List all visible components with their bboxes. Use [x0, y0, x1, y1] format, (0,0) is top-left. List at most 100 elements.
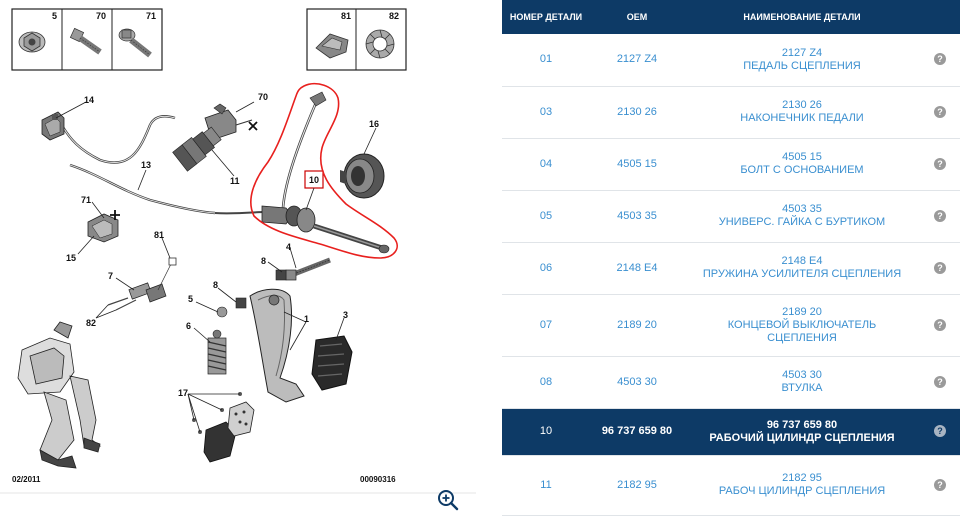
oem-cell[interactable]: 4503 35 [590, 190, 684, 243]
callout-3: 3 [343, 310, 348, 320]
table-row[interactable]: 03 2130 26 2130 26 НАКОНЕЧНИК ПЕДАЛИ ? [502, 86, 960, 139]
part-name-cell[interactable]: 4503 30 ВТУЛКА [684, 356, 920, 409]
oem-cell[interactable]: 4505 15 [590, 138, 684, 191]
part-name-text: РАБОЧ ЦИЛИНДР СЦЕПЛЕНИЯ [718, 485, 886, 497]
part-3-pedal-pad [311, 335, 353, 391]
table-row[interactable]: 06 2148 E4 2148 E4 ПРУЖИНА УСИЛИТЕЛЯ СЦЕ… [502, 242, 960, 295]
callout-11: 11 [230, 176, 240, 186]
part-15-bracket [87, 210, 120, 243]
question-icon[interactable]: ? [934, 261, 946, 274]
table-row[interactable]: 11 2182 95 2182 95 РАБОЧ ЦИЛИНДР СЦЕПЛЕН… [502, 455, 960, 516]
part-number-cell: 07 [502, 294, 590, 357]
flange-bolt-thumbnail [118, 28, 152, 58]
callout-leader-lines [55, 101, 377, 433]
question-icon[interactable]: ? [934, 375, 946, 388]
callout-4: 4 [286, 242, 291, 252]
table-row[interactable]: 08 4503 30 4503 30 ВТУЛКА ? [502, 356, 960, 409]
part-14-reservoir-bracket [41, 111, 65, 141]
inset-label-71: 71 [146, 11, 156, 21]
oem-cell[interactable]: 2148 E4 [590, 242, 684, 295]
question-icon[interactable]: ? [934, 209, 946, 222]
part-number-cell: 10 [502, 408, 590, 456]
table-row[interactable]: 01 2127 Z4 2127 Z4 ПЕДАЛЬ СЦЕПЛЕНИЯ ? [502, 34, 960, 87]
table-row[interactable]: 07 2189 20 2189 20 КОНЦЕВОЙ ВЫКЛЮЧАТЕЛЬ … [502, 294, 960, 357]
table-row[interactable]: 04 4505 15 4505 15 БОЛТ С ОСНОВАНИЕМ ? [502, 138, 960, 191]
part-name-code: 96 737 659 80 [766, 418, 838, 431]
part-name-text: УНИВЕРС. ГАЙКА С БУРТИКОМ [718, 216, 886, 228]
star-washer-thumbnail [365, 29, 395, 59]
pedal-box-assembly [17, 321, 102, 469]
diagram-date-code: 02/2011 [12, 475, 41, 484]
part-4-bolt [285, 257, 331, 281]
column-header-help [920, 0, 960, 34]
diagram-drawing-number: 00090316 [360, 475, 396, 484]
callout-numbers: 14 70 13 11 71 15 81 7 82 16 4 8 8 5 6 1… [66, 92, 379, 398]
part-1-clutch-pedal [249, 288, 305, 403]
part-number-cell: 11 [502, 455, 590, 516]
parts-table: НОМЕР ДЕТАЛИ OEM НАИМЕНОВАНИЕ ДЕТАЛИ 01 … [502, 0, 960, 516]
part-name-cell[interactable]: 2127 Z4 ПЕДАЛЬ СЦЕПЛЕНИЯ [684, 34, 920, 87]
part-number-cell: 01 [502, 34, 590, 87]
part-6-assist-spring [207, 329, 227, 375]
part-number-cell: 08 [502, 356, 590, 409]
part-name-code: 2189 20 [782, 305, 822, 318]
column-header-part-name: НАИМЕНОВАНИЕ ДЕТАЛИ [684, 0, 920, 34]
clutch-exploded-diagram: 5 70 71 [0, 8, 476, 494]
table-row-selected[interactable]: 10 96 737 659 80 96 737 659 80 РАБОЧИЙ Ц… [502, 408, 960, 456]
part-name-cell[interactable]: 96 737 659 80 РАБОЧИЙ ЦИЛИНДР СЦЕПЛЕНИЯ [684, 408, 920, 456]
part-name-cell[interactable]: 4505 15 БОЛТ С ОСНОВАНИЕМ [684, 138, 920, 191]
callout-1: 1 [304, 314, 309, 324]
oem-cell[interactable]: 2127 Z4 [590, 34, 684, 87]
help-cell: ? [920, 356, 960, 409]
part-number-cell: 06 [502, 242, 590, 295]
column-header-part-number: НОМЕР ДЕТАЛИ [502, 0, 590, 34]
parts-table-header: НОМЕР ДЕТАЛИ OEM НАИМЕНОВАНИЕ ДЕТАЛИ [502, 0, 960, 34]
oem-cell[interactable]: 2182 95 [590, 455, 684, 516]
part-11-master-cylinder [172, 103, 258, 172]
oem-cell[interactable]: 96 737 659 80 [590, 408, 684, 456]
question-icon[interactable]: ? [934, 157, 946, 170]
part-name-text: ПЕДАЛЬ СЦЕПЛЕНИЯ [743, 59, 861, 72]
callout-8-lower: 8 [213, 280, 218, 290]
oem-cell[interactable]: 2189 20 [590, 294, 684, 357]
zoom-in-icon[interactable] [436, 488, 460, 512]
part-16-grommet [340, 153, 385, 199]
help-cell: ? [920, 455, 960, 516]
question-icon[interactable]: ? [934, 53, 946, 66]
question-icon[interactable]: ? [934, 425, 946, 437]
hydraulic-lines [58, 97, 320, 215]
question-icon[interactable]: ? [934, 105, 946, 118]
part-number-cell: 04 [502, 138, 590, 191]
help-cell: ? [920, 190, 960, 243]
parts-table-body: 01 2127 Z4 2127 Z4 ПЕДАЛЬ СЦЕПЛЕНИЯ ? 03… [502, 34, 960, 516]
oem-cell[interactable]: 2130 26 [590, 86, 684, 139]
part-name-code: 4503 30 [782, 369, 822, 381]
part-name-text: НАКОНЕЧНИК ПЕДАЛИ [740, 112, 864, 124]
inset-label-82: 82 [389, 11, 399, 21]
callout-81: 81 [154, 230, 164, 240]
oem-cell[interactable]: 4503 30 [590, 356, 684, 409]
part-name-text: ВТУЛКА [781, 382, 823, 394]
part-name-cell[interactable]: 2189 20 КОНЦЕВОЙ ВЫКЛЮЧАТЕЛЬ СЦЕПЛЕНИЯ [684, 294, 920, 357]
callout-8-upper: 8 [261, 256, 266, 266]
help-cell: ? [920, 242, 960, 295]
flange-nut-thumbnail [18, 31, 46, 53]
question-icon[interactable]: ? [934, 318, 946, 331]
part-name-cell[interactable]: 2148 E4 ПРУЖИНА УСИЛИТЕЛЯ СЦЕПЛЕНИЯ [684, 242, 920, 295]
part-name-cell[interactable]: 2130 26 НАКОНЕЧНИК ПЕДАЛИ [684, 86, 920, 139]
part-name-code: 2127 Z4 [781, 46, 823, 59]
clip-thumbnail [315, 33, 349, 59]
part-name-cell[interactable]: 2182 95 РАБОЧ ЦИЛИНДР СЦЕПЛЕНИЯ [684, 455, 920, 516]
part-number-cell: 03 [502, 86, 590, 139]
part-name-text: РАБОЧИЙ ЦИЛИНДР СЦЕПЛЕНИЯ [709, 431, 895, 444]
part-name-cell[interactable]: 4503 35 УНИВЕРС. ГАЙКА С БУРТИКОМ [684, 190, 920, 243]
question-icon[interactable]: ? [934, 478, 946, 491]
help-cell: ? [920, 408, 960, 456]
column-header-oem: OEM [590, 0, 684, 34]
parts-list-panel: НОМЕР ДЕТАЛИ OEM НАИМЕНОВАНИЕ ДЕТАЛИ 01 … [502, 0, 960, 524]
help-cell: ? [920, 34, 960, 87]
callout-7: 7 [108, 271, 113, 281]
table-row[interactable]: 05 4503 35 4503 35 УНИВЕРС. ГАЙКА С БУРТ… [502, 190, 960, 243]
inset-label-5: 5 [52, 11, 57, 21]
part-name-code: 2182 95 [782, 472, 822, 484]
